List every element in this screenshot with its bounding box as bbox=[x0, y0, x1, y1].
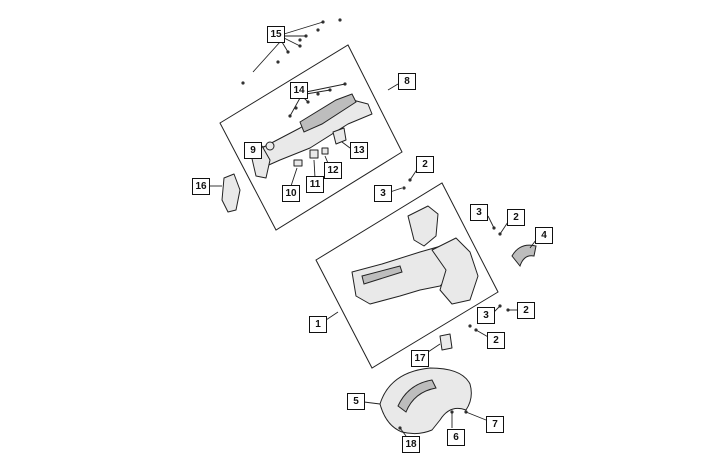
part-4-shield bbox=[511, 244, 537, 268]
callout-16: 16 bbox=[192, 178, 210, 195]
part-17-bracket bbox=[439, 333, 453, 351]
callout-13: 13 bbox=[350, 142, 368, 159]
callout-2b: 2 bbox=[507, 209, 525, 226]
wheelhouse-arch bbox=[431, 237, 479, 305]
part-9-grommet bbox=[265, 141, 275, 151]
part-11-bracket bbox=[309, 149, 319, 159]
part-12-clip bbox=[321, 147, 329, 155]
group-frame-8 bbox=[219, 44, 403, 231]
callout-1: 1 bbox=[309, 316, 327, 333]
callout-3a: 3 bbox=[374, 185, 392, 202]
callout-5: 5 bbox=[347, 393, 365, 410]
callout-6: 6 bbox=[447, 429, 465, 446]
part-15-fasteners bbox=[241, 18, 342, 85]
fender-liner-ribs bbox=[397, 379, 437, 413]
group-frame-1 bbox=[315, 182, 499, 369]
lower-rail-detail bbox=[361, 265, 403, 285]
callout-7: 7 bbox=[486, 416, 504, 433]
callout-2a: 2 bbox=[416, 156, 434, 173]
callout-11: 11 bbox=[306, 176, 324, 193]
callout-8: 8 bbox=[398, 73, 416, 90]
callout-18: 18 bbox=[402, 436, 420, 453]
callout-3b: 3 bbox=[470, 204, 488, 221]
callout-15: 15 bbox=[267, 26, 285, 43]
part-13-bracket bbox=[332, 127, 347, 145]
leader-lines bbox=[210, 21, 537, 437]
callout-2d: 2 bbox=[487, 332, 505, 349]
callout-14: 14 bbox=[290, 82, 308, 99]
shock-tower bbox=[407, 205, 439, 247]
callout-10: 10 bbox=[282, 185, 300, 202]
callout-4: 4 bbox=[535, 227, 553, 244]
part-5-fender-liner bbox=[379, 367, 472, 435]
callout-17: 17 bbox=[411, 350, 429, 367]
callout-9: 9 bbox=[244, 142, 262, 159]
callout-3c: 3 bbox=[477, 307, 495, 324]
upper-rail-detail bbox=[299, 93, 357, 133]
part-16-bracket bbox=[221, 173, 241, 213]
callout-2c: 2 bbox=[517, 302, 535, 319]
part-10-bracket bbox=[293, 159, 303, 167]
callout-12: 12 bbox=[324, 162, 342, 179]
